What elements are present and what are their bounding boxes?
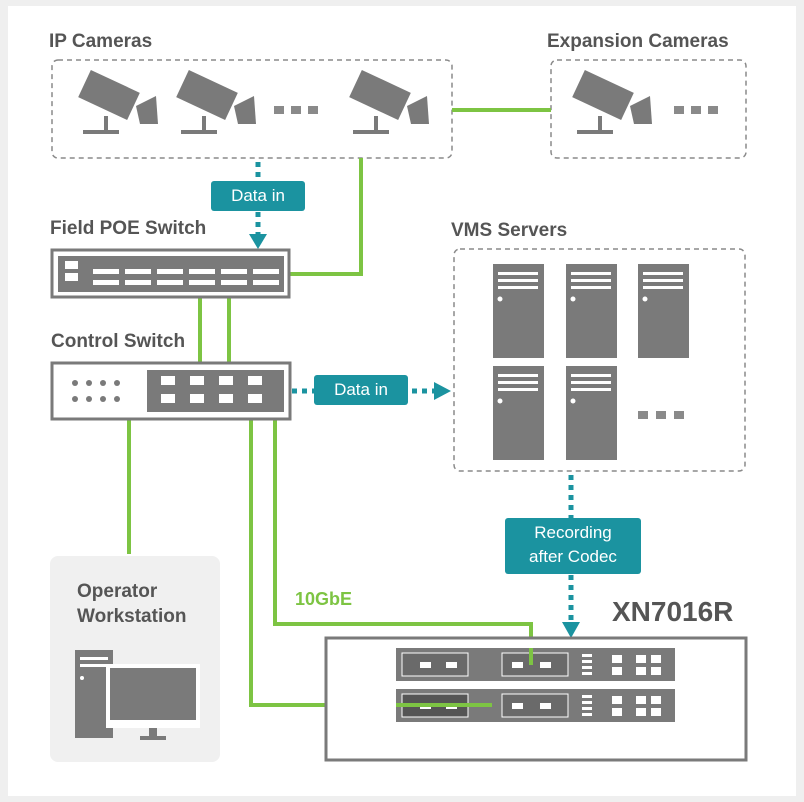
server-icon [493,264,544,358]
camera-icon [78,69,158,134]
server-icon [493,366,544,460]
workstation-icon [75,650,200,740]
diagram-canvas: IP Cameras Expansion Cameras Field POE S… [8,6,796,796]
ellipsis-icon [638,411,684,419]
arrow-head-vms [434,382,451,400]
expansion-cameras-label: Expansion Cameras [547,31,729,52]
ip-cameras-group [51,59,453,159]
arrow-head-xn [562,622,580,638]
control-switch-icon [50,361,292,421]
ellipsis-icon [274,106,318,114]
link-camera-to-poe [289,158,363,276]
speed-label: 10GbE [295,589,353,609]
vms-servers-label: VMS Servers [451,220,568,241]
camera-icon [572,69,652,134]
vms-servers-group [453,248,746,472]
server-icon [566,264,617,358]
control-switch-label: Control Switch [51,331,186,352]
data-in-badge-cameras: Data in [211,181,305,211]
field-poe-switch-label: Field POE Switch [50,218,207,239]
operator-label-line2: Workstation [77,606,187,627]
field-poe-switch-icon [50,248,291,299]
recording-badge: Recording after Codec [505,518,641,574]
camera-icon [176,69,256,134]
device-name-label: XN7016R [612,596,734,627]
arrow-head-poe [249,234,267,249]
link-control-to-xn-top [273,420,533,665]
server-icon [566,366,617,460]
recording-badge-line2: after Codec [529,547,617,566]
server-icon [638,264,689,358]
diagram-graphics [50,59,748,762]
camera-icon [349,69,429,134]
operator-label-line1: Operator [77,581,158,602]
data-in-badge-vms: Data in [314,375,408,405]
recording-badge-line1: Recording [534,523,612,542]
ellipsis-icon [674,106,718,114]
xn-rack-unit-top [396,648,675,681]
ip-cameras-label: IP Cameras [49,31,153,52]
